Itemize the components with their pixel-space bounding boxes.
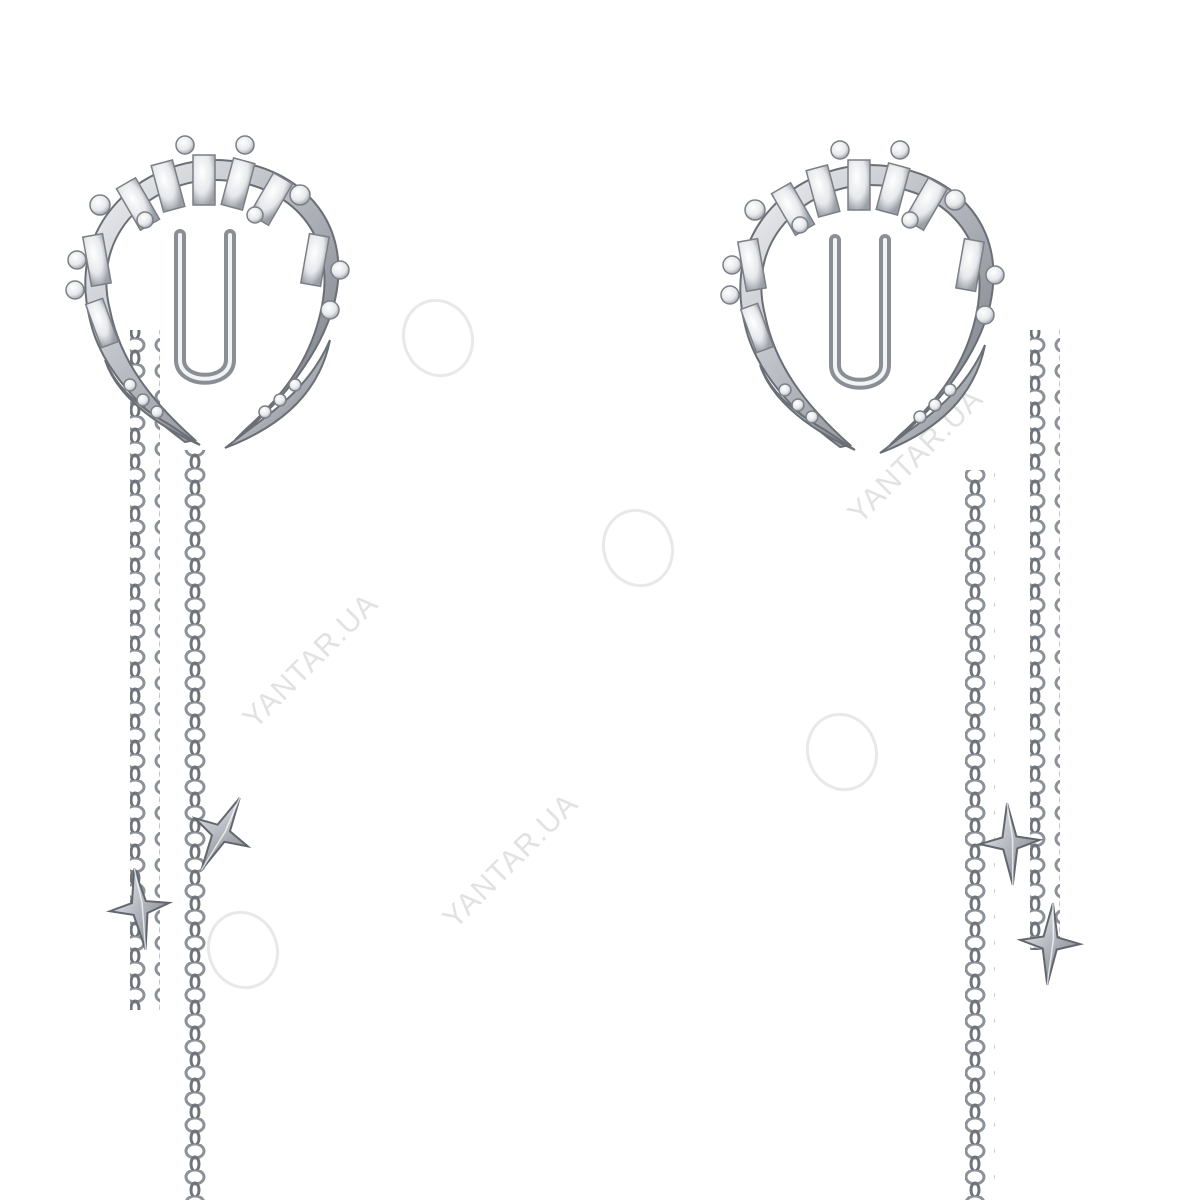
watermark-text-1: YANTAR.UA (237, 587, 385, 735)
watermark-text-2: YANTAR.UA (437, 787, 585, 935)
left-earring (66, 136, 349, 1200)
left-earring-crescent-cuff (66, 136, 349, 448)
right-earring-chain-inner (965, 470, 995, 1200)
right-earring (721, 141, 1084, 1200)
right-earring-chain-outer (1030, 330, 1060, 950)
right-earring-star-charm-2 (1016, 900, 1084, 988)
watermark-layer: YANTAR.UA YANTAR.UA YANTAR.UA (207, 298, 990, 990)
